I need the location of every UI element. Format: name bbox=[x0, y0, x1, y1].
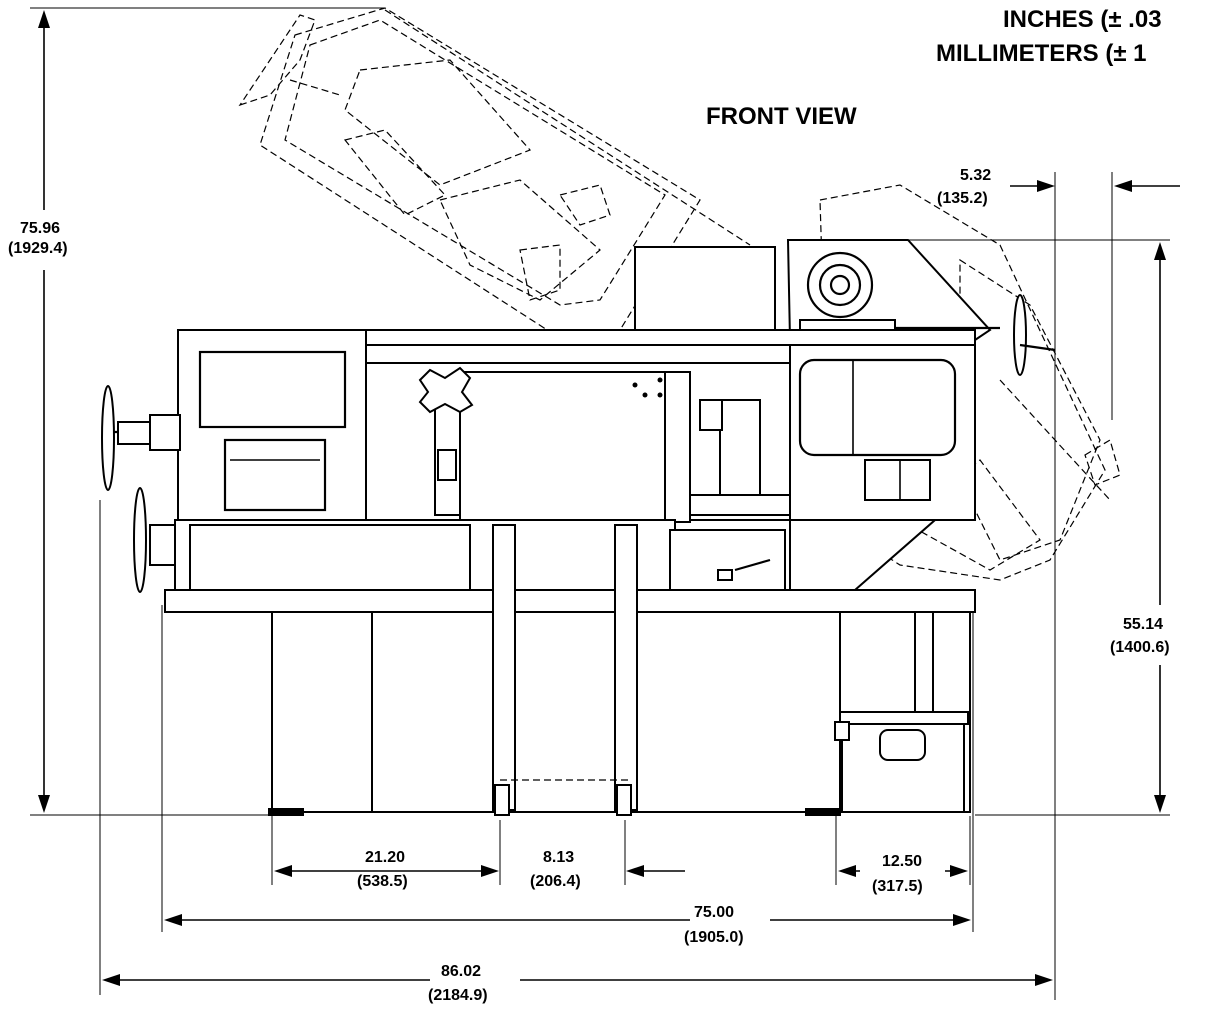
stand-post bbox=[914, 611, 934, 713]
leg-spacing-mm: (538.5) bbox=[357, 873, 408, 890]
stand-gap-inches: 8.13 bbox=[543, 849, 574, 866]
overall-height-mm: (1929.4) bbox=[8, 240, 68, 257]
head-offset-dimension bbox=[1010, 172, 1180, 1000]
leg-spacing-dimension bbox=[271, 816, 501, 885]
table-height-inches: 55.14 bbox=[1123, 616, 1163, 633]
overall-height-inches: 75.96 bbox=[20, 220, 60, 237]
material-stand bbox=[492, 524, 516, 811]
right-leg-offset-inches: 12.50 bbox=[882, 853, 922, 870]
motor-housing bbox=[634, 246, 776, 340]
right-leg-offset-dimension bbox=[835, 816, 971, 885]
tolerance-mm-label: MILLIMETERS (± 1 bbox=[936, 40, 1147, 67]
base-width-mm: (1905.0) bbox=[684, 929, 744, 946]
head-offset-mm: (135.2) bbox=[937, 190, 988, 207]
vise-screw-housing bbox=[149, 414, 181, 451]
overall-width-dimension bbox=[99, 500, 1053, 995]
blade-guide-frame bbox=[459, 371, 691, 523]
table-height-dimension bbox=[908, 239, 1170, 816]
drive-wheel bbox=[806, 251, 874, 319]
vise-handwheel bbox=[101, 385, 115, 491]
left-wheel-cover bbox=[177, 329, 367, 521]
feed-handwheel bbox=[1013, 294, 1027, 376]
view-title: FRONT VIEW bbox=[706, 103, 857, 130]
table-height-mm: (1400.6) bbox=[1110, 639, 1170, 656]
overall-width-mm: (2184.9) bbox=[428, 987, 488, 1004]
base-width-inches: 75.00 bbox=[694, 904, 734, 921]
base-width-dimension bbox=[161, 605, 974, 932]
stand-gap-mm: (206.4) bbox=[530, 873, 581, 890]
tolerance-inches-label: INCHES (± .03 bbox=[1003, 6, 1162, 33]
right-leg-offset-mm: (317.5) bbox=[872, 878, 923, 895]
head-offset-inches: 5.32 bbox=[960, 167, 991, 184]
blade-guide-knob bbox=[418, 366, 474, 414]
lower-handwheel bbox=[133, 487, 147, 593]
leg-spacing-inches: 21.20 bbox=[365, 849, 405, 866]
table-top bbox=[164, 589, 976, 613]
overall-width-inches: 86.02 bbox=[441, 963, 481, 980]
overall-height-dimension bbox=[30, 7, 385, 816]
stand-gap-dimension bbox=[624, 820, 685, 885]
